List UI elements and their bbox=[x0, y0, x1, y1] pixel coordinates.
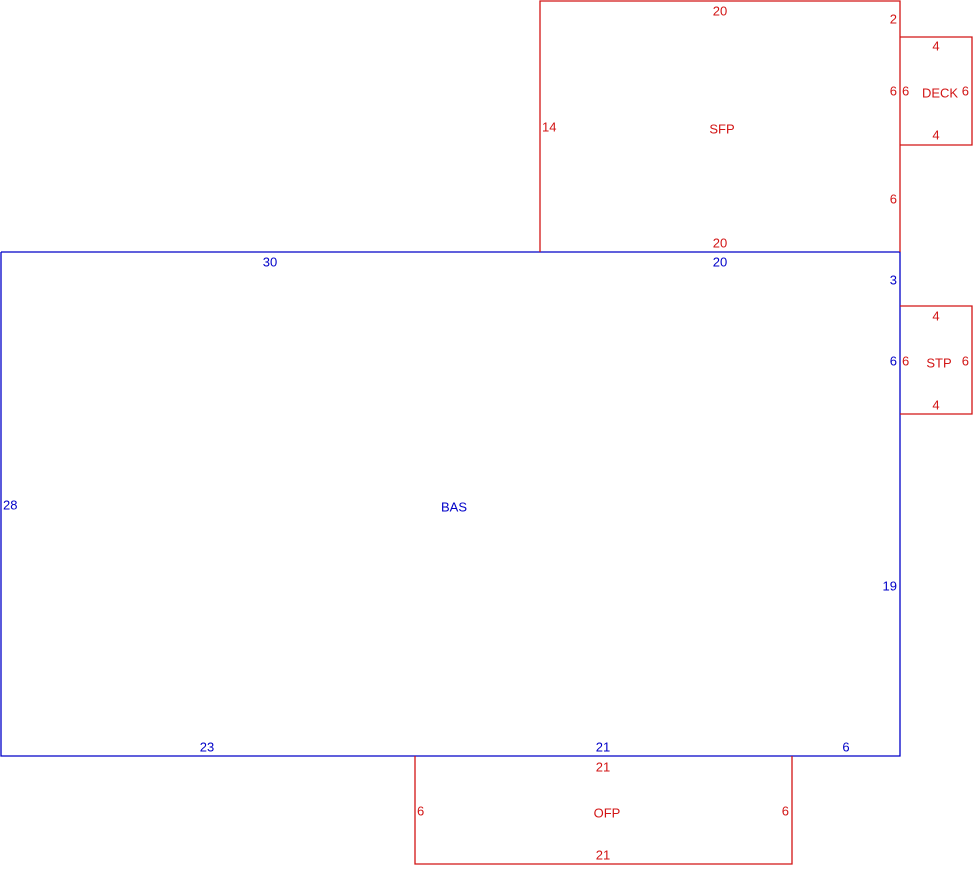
stp-dim-left: 6 bbox=[902, 353, 909, 368]
bas-dim-bottom-right: 6 bbox=[842, 739, 849, 754]
bas-dim-bottom-left: 23 bbox=[200, 739, 214, 754]
bas-dim-top-right: 20 bbox=[713, 254, 727, 269]
sfp-outline bbox=[539, 0, 901, 252]
deck-dim-right: 6 bbox=[962, 83, 969, 98]
stp-outline bbox=[900, 305, 973, 415]
ofp-dim-bottom: 21 bbox=[596, 847, 610, 862]
ofp-outline bbox=[414, 756, 793, 865]
ofp-dim-right: 6 bbox=[782, 803, 789, 818]
stp-dim-bottom: 4 bbox=[932, 397, 939, 412]
bas-label: BAS bbox=[441, 499, 467, 514]
deck-dim-bottom: 4 bbox=[932, 127, 939, 142]
ofp-dim-top: 21 bbox=[596, 759, 610, 774]
ofp-area: OFP 21 21 6 6 bbox=[414, 756, 793, 865]
bas-dim-right-mid: 6 bbox=[890, 353, 897, 368]
sfp-dim-left: 14 bbox=[542, 119, 556, 134]
bas-dim-right-upper: 3 bbox=[890, 272, 897, 287]
ofp-dim-left: 6 bbox=[417, 803, 424, 818]
bas-outline bbox=[0, 251, 901, 757]
deck-dim-left: 6 bbox=[902, 83, 909, 98]
sfp-dim-right-top: 2 bbox=[890, 11, 897, 26]
sfp-dim-right-bottom: 6 bbox=[890, 191, 897, 206]
deck-outline bbox=[900, 36, 973, 146]
stp-label: STP bbox=[926, 355, 951, 370]
deck-dim-top: 4 bbox=[932, 38, 939, 53]
sfp-label: SFP bbox=[709, 121, 734, 136]
sfp-area: SFP 20 20 14 2 6 6 bbox=[539, 0, 901, 252]
sfp-dim-bottom: 20 bbox=[713, 235, 727, 250]
deck-label: DECK bbox=[922, 85, 958, 100]
ofp-label: OFP bbox=[594, 805, 621, 820]
bas-dim-left: 28 bbox=[3, 497, 17, 512]
stp-area: STP 4 4 6 6 bbox=[900, 305, 973, 415]
bas-dim-right-lower: 19 bbox=[883, 578, 897, 593]
sfp-dim-top: 20 bbox=[713, 3, 727, 18]
bas-dim-bottom-mid: 21 bbox=[596, 739, 610, 754]
stp-dim-right: 6 bbox=[962, 353, 969, 368]
bas-area: BAS 30 20 3 6 19 28 23 21 6 bbox=[0, 251, 901, 757]
deck-area: DECK 4 4 6 6 bbox=[900, 36, 973, 146]
sfp-dim-right-mid: 6 bbox=[890, 83, 897, 98]
bas-dim-top-left: 30 bbox=[263, 254, 277, 269]
stp-dim-top: 4 bbox=[932, 308, 939, 323]
